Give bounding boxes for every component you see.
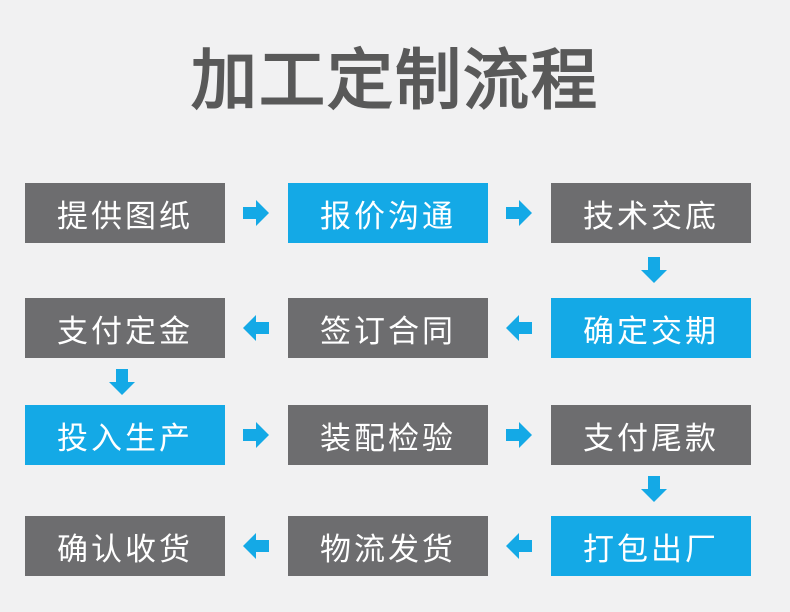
arrow-left-icon (504, 531, 534, 561)
arrow-left-icon (241, 313, 271, 343)
step-confirm-receipt: 确认收货 (25, 516, 225, 576)
step-quote-communication: 报价沟通 (288, 183, 488, 243)
arrow-left-icon (504, 313, 534, 343)
step-assembly-inspection: 装配检验 (288, 405, 488, 465)
arrow-right-icon (504, 420, 534, 450)
page-title: 加工定制流程 (191, 42, 599, 119)
step-pay-deposit: 支付定金 (25, 298, 225, 358)
step-confirm-delivery-date: 确定交期 (551, 298, 751, 358)
arrow-down-icon (107, 367, 137, 397)
step-start-production: 投入生产 (25, 405, 225, 465)
arrow-right-icon (241, 198, 271, 228)
arrow-right-icon (504, 198, 534, 228)
step-pay-balance: 支付尾款 (551, 405, 751, 465)
step-provide-drawings: 提供图纸 (25, 183, 225, 243)
arrow-down-icon (639, 474, 669, 504)
step-pack-and-ship: 打包出厂 (551, 516, 751, 576)
arrow-left-icon (241, 531, 271, 561)
step-logistics-shipping: 物流发货 (288, 516, 488, 576)
arrow-right-icon (241, 420, 271, 450)
arrow-down-icon (639, 255, 669, 285)
step-sign-contract: 签订合同 (288, 298, 488, 358)
step-technical-briefing: 技术交底 (551, 183, 751, 243)
